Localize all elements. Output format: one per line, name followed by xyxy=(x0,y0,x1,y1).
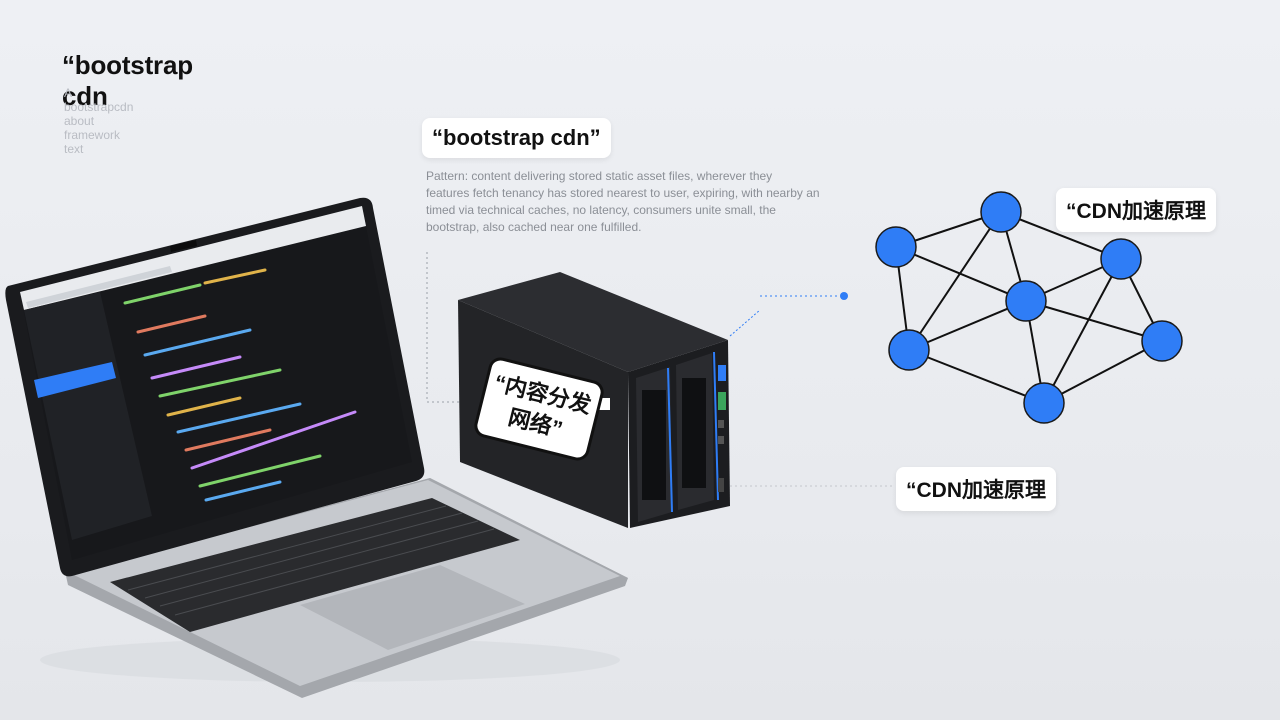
network-node xyxy=(1141,320,1183,362)
description-line: timed via technical caches, no latency, … xyxy=(426,203,776,217)
connector-dot xyxy=(840,292,848,300)
network-node xyxy=(888,329,930,371)
network-node xyxy=(1005,280,1047,322)
trackpad xyxy=(300,565,525,650)
cdn-principle-label-top: “CDN加速原理 xyxy=(1056,188,1216,232)
code-lines xyxy=(123,268,357,502)
description-line: features fetch tenancy has stored neares… xyxy=(426,186,820,200)
network-node xyxy=(1100,238,1142,280)
laptop xyxy=(5,197,628,698)
cdn-principle-label-bottom: “CDN加速原理 xyxy=(896,467,1056,511)
network-graph xyxy=(875,191,1183,424)
description-text: Pattern: content delivering stored stati… xyxy=(426,168,820,236)
page-subtitle: A bootstrapcdn about framework text xyxy=(64,86,134,156)
description-line: bootstrap, also cached near one fulfille… xyxy=(426,220,642,234)
bootstrap-cdn-label: “bootstrap cdn” xyxy=(422,118,611,158)
editor-sidebar xyxy=(24,292,152,540)
network-node xyxy=(875,226,917,268)
description-line: Pattern: content delivering stored stati… xyxy=(426,169,773,183)
network-node xyxy=(1023,382,1065,424)
page-title: “bootstrap cdn xyxy=(62,50,193,111)
network-node xyxy=(980,191,1022,233)
